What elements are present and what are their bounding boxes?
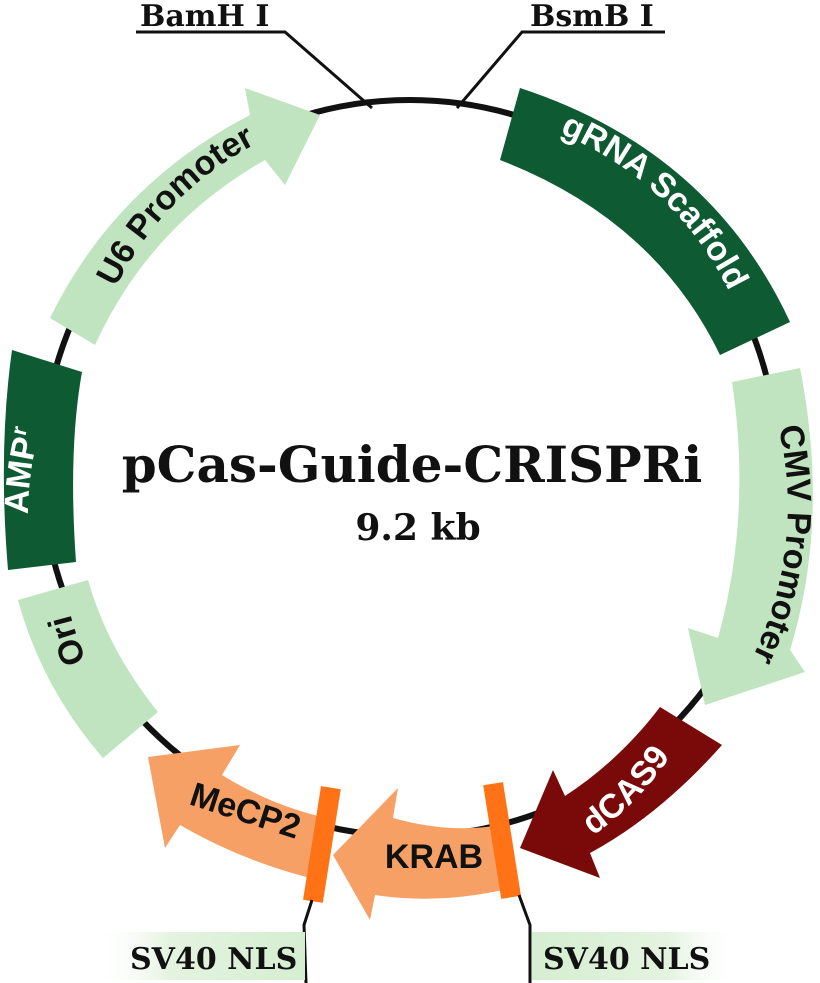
krab-arrow[interactable] xyxy=(333,788,512,920)
mecp2-arrow[interactable] xyxy=(148,745,326,878)
plasmid-name: pCas-Guide-CRISPRi xyxy=(122,435,703,494)
u6-promoter-label: U6 Promoter xyxy=(89,117,260,291)
krab-label: KRAB xyxy=(385,838,483,876)
sv40-nls-bar-left[interactable] xyxy=(303,786,341,903)
plasmid-size: 9.2 kb xyxy=(355,507,480,549)
bamh1-site-line xyxy=(136,30,373,110)
u6-promoter-arrow[interactable] xyxy=(50,88,320,345)
sv40-nls-right-line xyxy=(517,894,532,983)
grna-scaffold-block[interactable] xyxy=(500,88,790,355)
sv40-nls-bar-right[interactable] xyxy=(483,782,521,899)
sv40-nls-left-label: SV40 NLS xyxy=(130,942,297,977)
bsmb1-site-line xyxy=(455,30,665,109)
bamh1-label: BamH I xyxy=(140,0,269,34)
ampr-label: AMPr xyxy=(0,423,45,515)
cmv-promoter-arrow[interactable] xyxy=(688,368,813,705)
sv40-nls-left-line xyxy=(302,899,314,983)
ampr-block[interactable] xyxy=(3,350,82,570)
sv40-nls-left-box xyxy=(95,932,305,980)
dcas9-arrow[interactable] xyxy=(520,707,722,878)
sv40-nls-right-label: SV40 NLS xyxy=(543,942,710,977)
ori-block[interactable] xyxy=(18,580,158,758)
bsmb1-label: BsmB I xyxy=(530,0,654,34)
sv40-nls-right-box xyxy=(532,932,742,980)
